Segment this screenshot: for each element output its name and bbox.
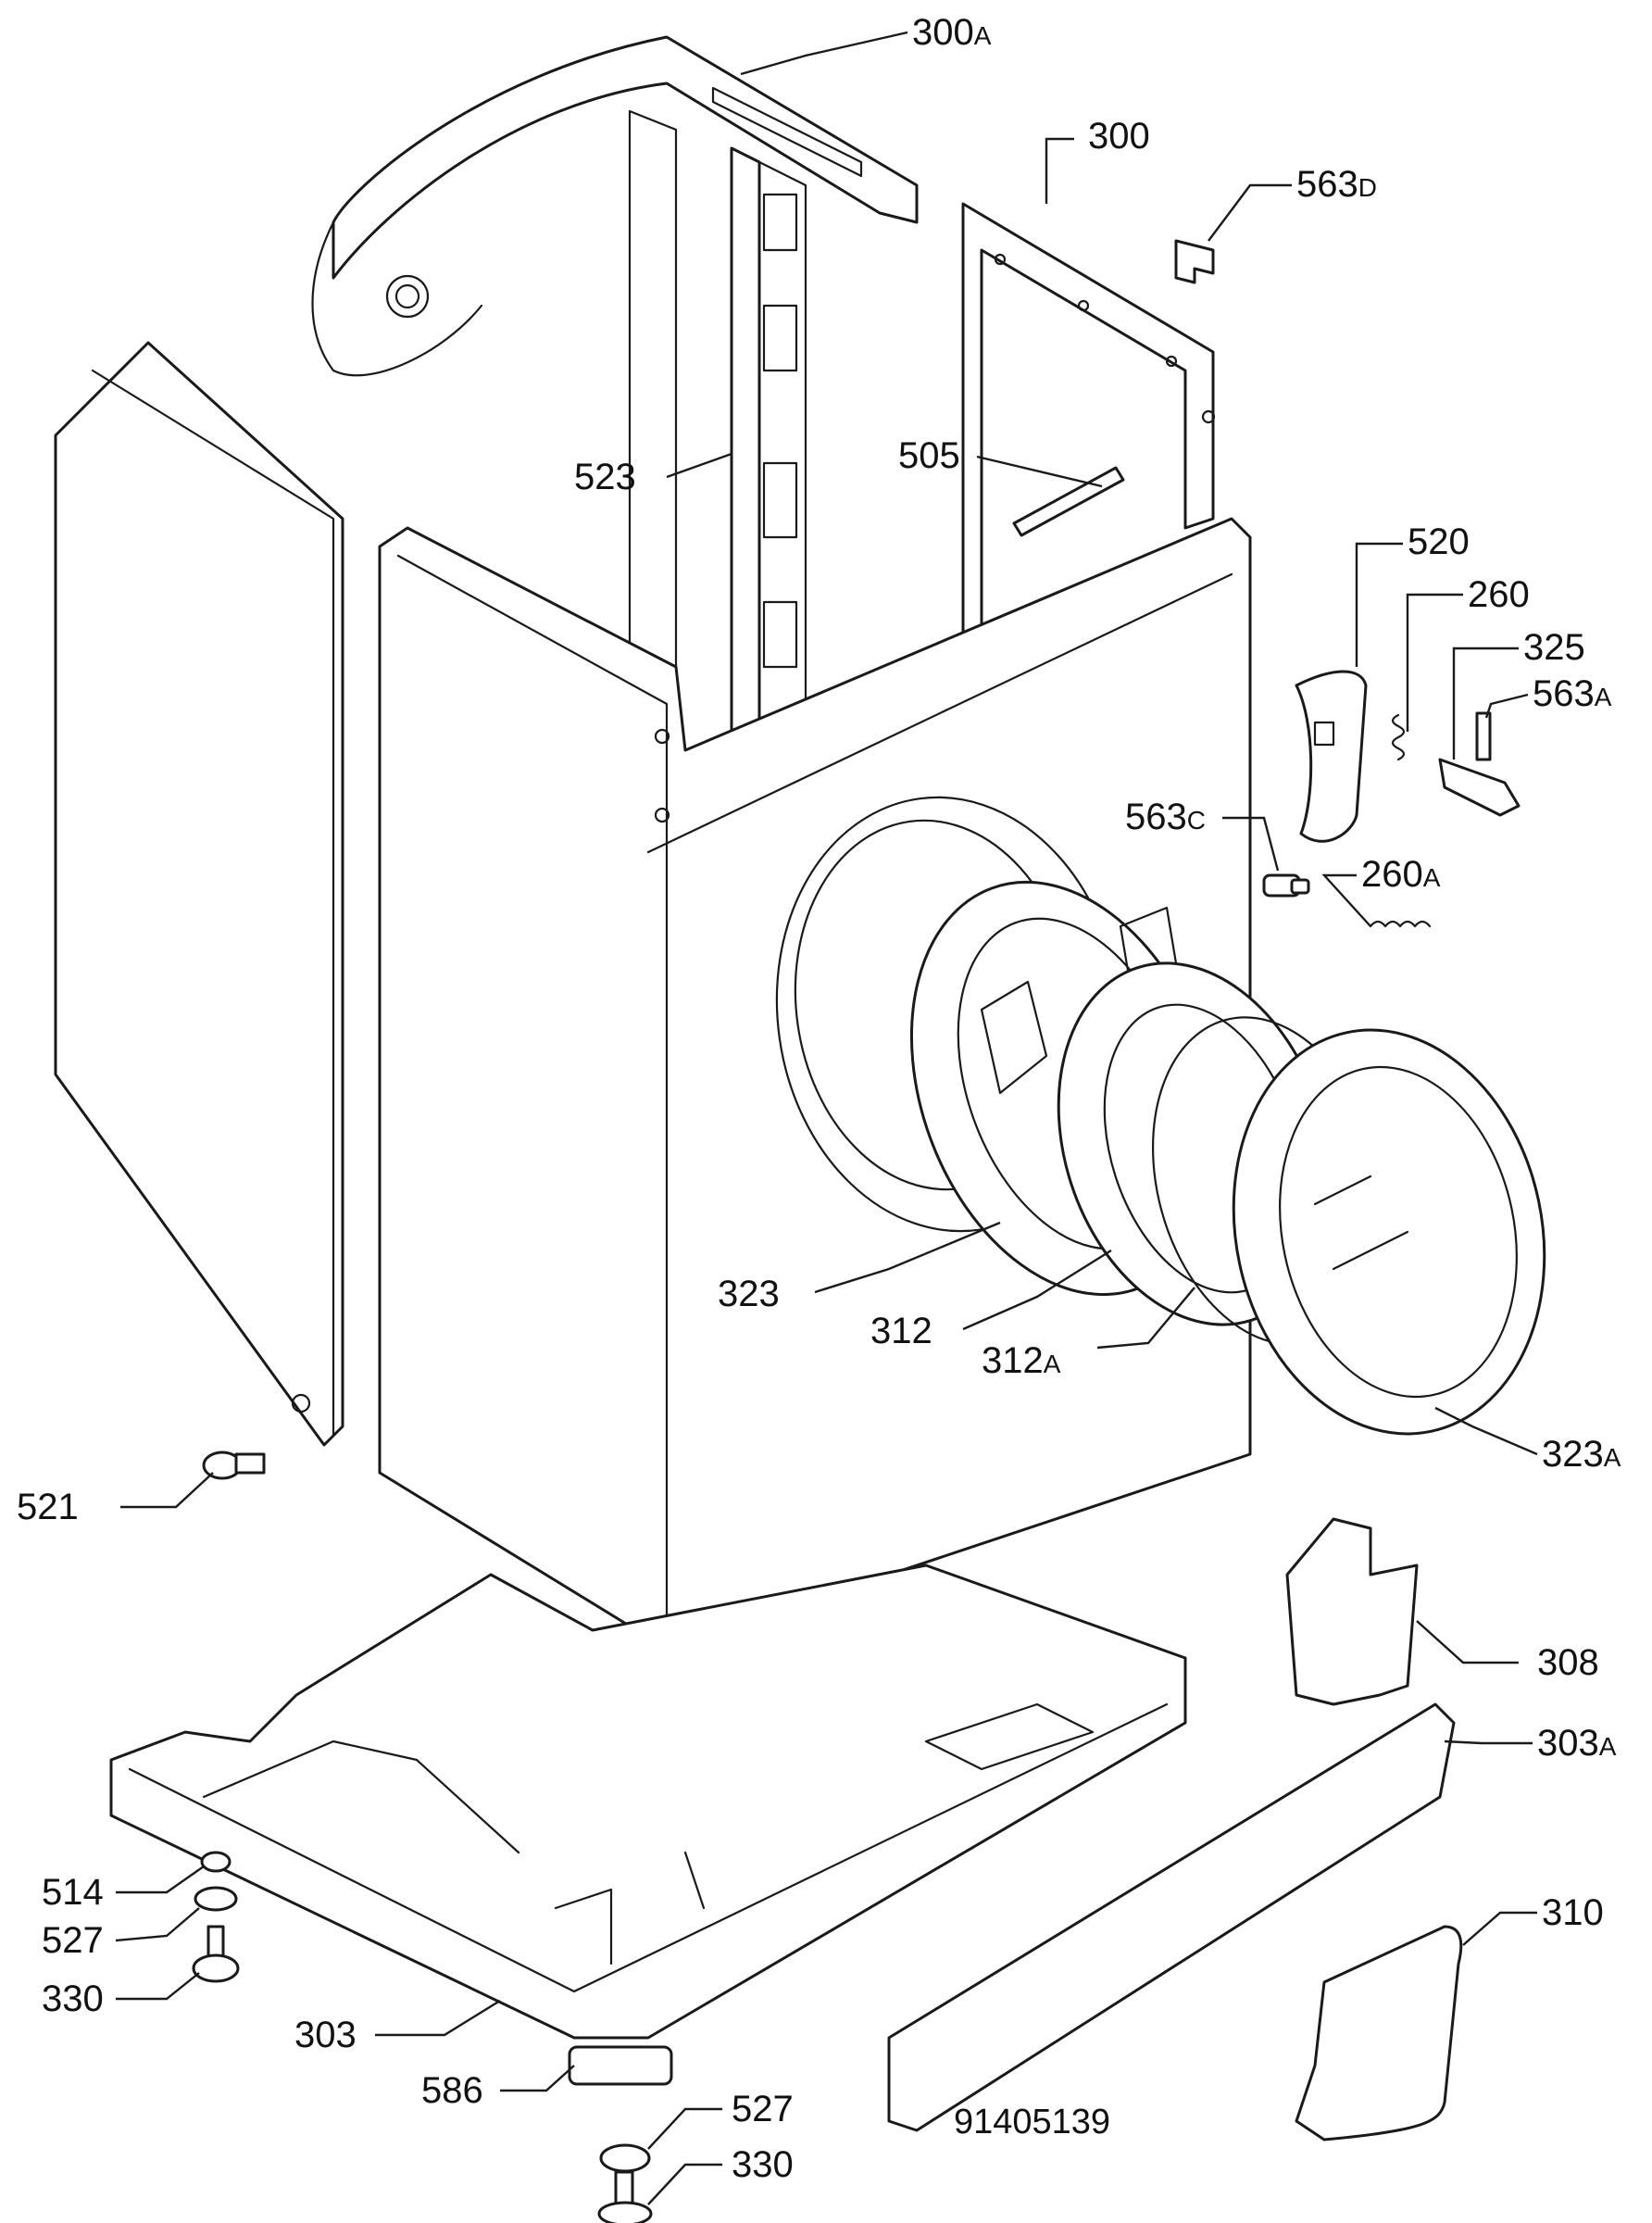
callout-325: 325	[1523, 627, 1585, 668]
clip-563d	[1174, 239, 1215, 284]
hinge-bracket-308	[1285, 1517, 1419, 1706]
callout-300: 300	[1088, 116, 1150, 157]
base-303	[109, 1564, 1187, 2040]
callout-586: 586	[421, 2070, 483, 2111]
foot-left	[192, 1851, 240, 1983]
spring-260	[1391, 713, 1406, 761]
screw-521	[202, 1451, 266, 1480]
callout-563d: 563D	[1296, 164, 1377, 205]
callout-260: 260	[1468, 574, 1530, 615]
callout-514: 514	[42, 1872, 104, 1913]
service-flap-310	[1295, 1925, 1463, 2141]
pin-563a	[1475, 711, 1492, 761]
callout-260a: 260A	[1361, 854, 1441, 895]
callout-523: 523	[574, 457, 636, 497]
callout-521: 521	[17, 1487, 79, 1527]
front-cabinet	[378, 517, 1252, 1651]
callout-330-right: 330	[732, 2144, 794, 2185]
callout-323: 323	[718, 1274, 780, 1314]
callout-323a: 323A	[1542, 1434, 1621, 1475]
door-front-323a	[1232, 1028, 1546, 1436]
foot-586	[568, 2045, 673, 2223]
plinth-303a	[887, 1702, 1456, 2132]
hinge-cover-520	[1295, 670, 1368, 843]
callout-308: 308	[1537, 1642, 1599, 1683]
callout-310: 310	[1542, 1892, 1604, 1933]
callout-300a: 300A	[912, 12, 992, 53]
callout-labels: 300A 300 563D 523 505 520 260 325 563A 5…	[17, 12, 1621, 2185]
spring-260a	[1369, 920, 1432, 928]
callout-505: 505	[898, 435, 960, 476]
callout-563c: 563C	[1125, 797, 1206, 837]
hinge-slot	[1313, 721, 1335, 747]
callout-330-left: 330	[42, 1978, 104, 2019]
callout-303a: 303A	[1537, 1723, 1617, 1764]
leader-lines	[115, 31, 1538, 2205]
latch-325	[1438, 758, 1521, 817]
callout-527-right: 527	[732, 2089, 794, 2129]
callout-527-left: 527	[42, 1920, 104, 1961]
left-side-panel	[54, 341, 344, 1447]
screw-563c	[1262, 873, 1310, 898]
callout-563a: 563A	[1533, 673, 1612, 714]
callout-303: 303	[294, 2015, 357, 2055]
callout-520: 520	[1408, 521, 1470, 562]
callout-312: 312	[870, 1311, 932, 1351]
callout-312a: 312A	[982, 1340, 1061, 1381]
document-number: 91405139	[954, 2103, 1110, 2141]
rail-523	[730, 146, 807, 743]
